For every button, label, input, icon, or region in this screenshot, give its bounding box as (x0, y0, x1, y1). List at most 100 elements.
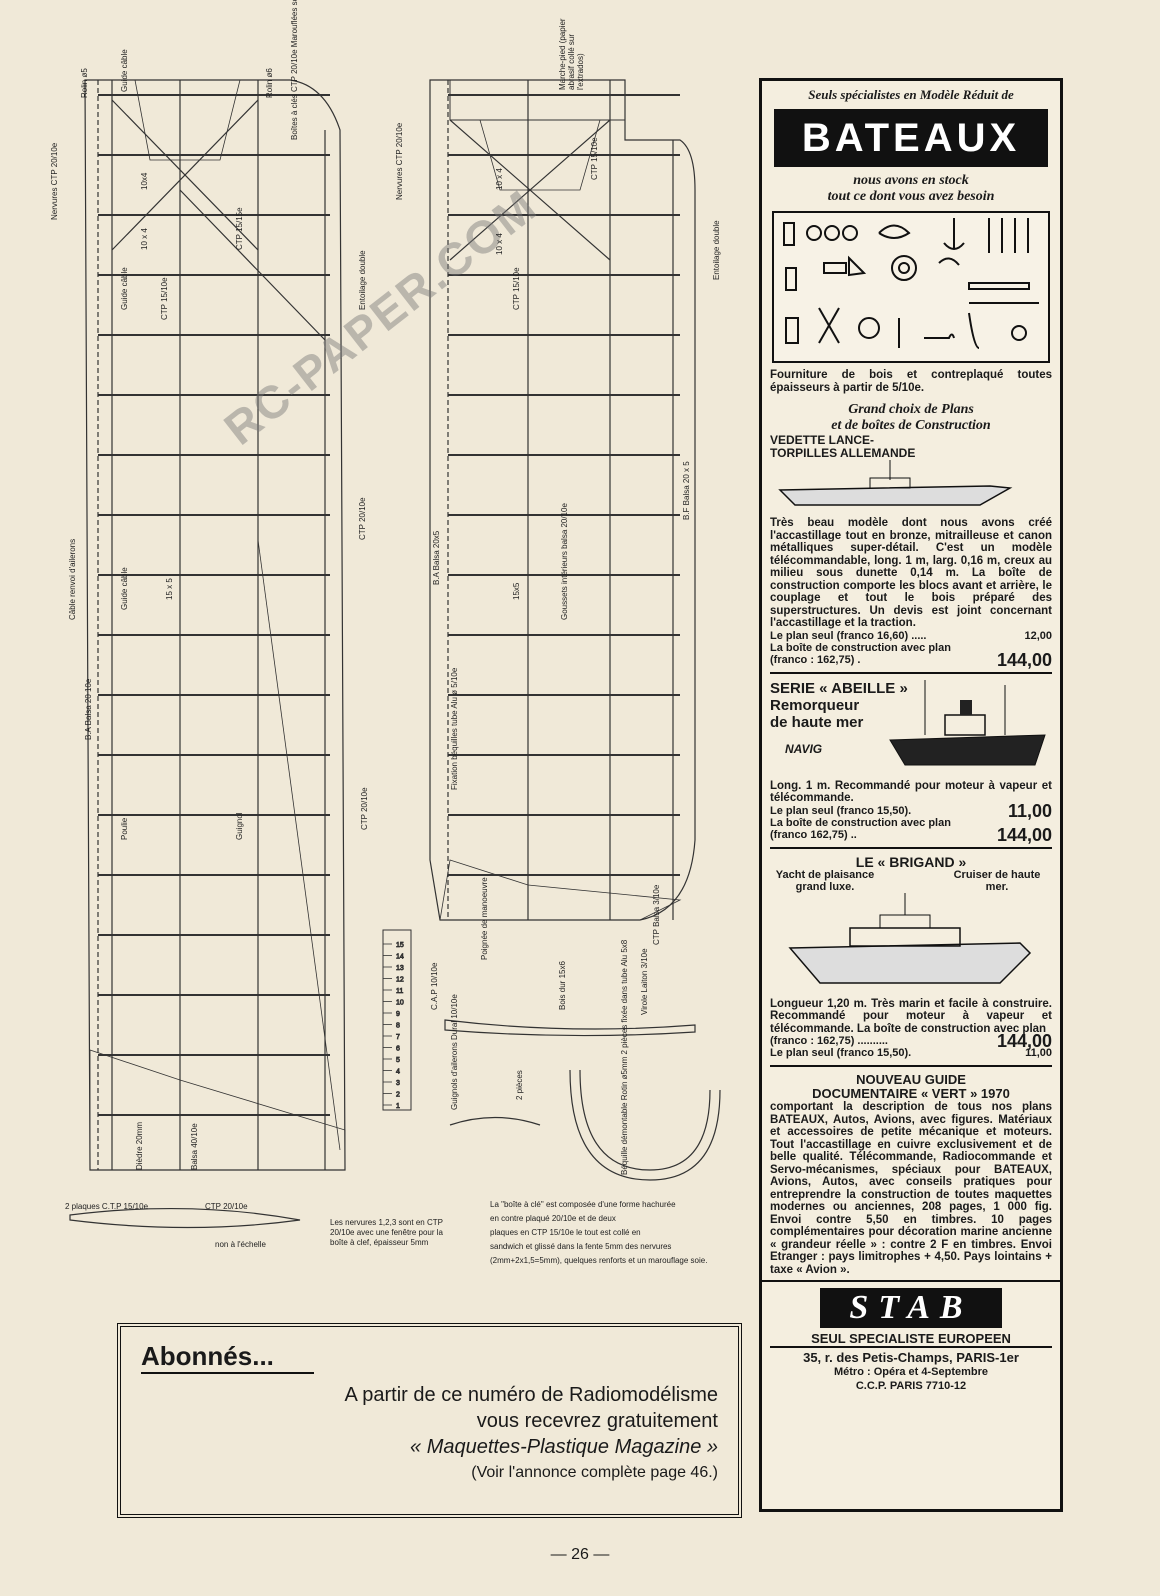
ruler-number: 15 (396, 942, 404, 949)
label-nervures-left: Nervures CTP 20/10e (50, 142, 59, 220)
left-wing-outline (84, 79, 346, 1171)
vedette-boite-price: 144,00 (996, 649, 1052, 670)
label-boites-cles: Boîtes à clés CTP 20/10e Marouflées soie (290, 0, 299, 140)
bottle-icon (783, 222, 795, 246)
brigand-text: Longueur 1,20 m. Très marin et facile à … (770, 997, 1052, 1035)
guide-text: comportant la description de tous nos pl… (770, 1101, 1052, 1276)
label-poulie: Poulie (120, 817, 129, 840)
ruler-number: 10 (396, 1000, 404, 1007)
label-rolin-a: Rolin ø5 (80, 68, 89, 98)
ruler-number: 13 (396, 965, 404, 972)
abeille-plan-label: Le plan seul (franco 15,50). (770, 804, 912, 817)
ad-specialist: SEUL SPECIALISTE EUROPEEN (770, 1332, 1052, 1348)
abeille-sub: Remorqueur de haute mer (770, 696, 864, 731)
brigand-left: Yacht de plaisance grand luxe. (775, 868, 875, 893)
ad-ccp: C.C.P. PARIS 7710-12 (855, 1380, 967, 1392)
lifebuoy-icon (891, 255, 917, 281)
brigand-plan-price: 11,00 (1025, 1047, 1052, 1059)
label-ctp-balsa: CTP Balsa 3/10e (652, 884, 661, 945)
ad-brand: BATEAUX (774, 109, 1048, 167)
cleat-icon (924, 333, 955, 339)
label-non-echelle: non à l'échelle (215, 1240, 266, 1249)
brigand-plan-label: Le plan seul (franco 15,50). (770, 1047, 912, 1059)
label-ba-balsa-left: B.A Balsa 20 10e (84, 678, 93, 740)
boite-note-1: La "boîte à clé" est composée d'une form… (490, 1200, 676, 1209)
right-wing-outline (429, 79, 696, 921)
ruler-number: 4 (396, 1069, 400, 1076)
label-goussets: Goussets intérieurs balsa 20/10e (560, 503, 569, 620)
anchor-icon (943, 218, 965, 250)
abonnes-line4: (Voir l'annonce complète page 46.) (471, 1464, 718, 1481)
accessories-illustration (772, 211, 1050, 363)
abeille-text: Long. 1 m. Recommandé pour moteur à vape… (770, 779, 1052, 805)
vedette-text: Très beau modèle dont nous avons créé l'… (770, 517, 1052, 629)
brigand-boite-label: (franco : 162,75) .......... (770, 1035, 888, 1047)
label-cable-renvoi: Câble renvoi d'ailerons (68, 538, 77, 620)
wheel-icon (858, 317, 880, 339)
navig-logo: NAVIG (785, 741, 823, 756)
guide-title-1: NOUVEAU GUIDE (856, 1072, 966, 1087)
ruler-number: 6 (396, 1046, 400, 1053)
label-ctp-20-10-profile: CTP 20/10e (205, 1202, 248, 1211)
brigand-right: Cruiser de haute mer. (953, 868, 1041, 893)
rib-profile (69, 1207, 301, 1229)
label-2-pieces: 2 pièces (515, 1070, 524, 1100)
label-guide-cable-top: Guide câble (120, 49, 129, 92)
label-15x5-left: 15 x 5 (165, 578, 174, 600)
label-ctp-20-10-low: CTP 20/10e (360, 787, 369, 830)
tug-boat-illustration (889, 679, 1046, 765)
label-marche-pied: Marche-pied (papier abrasif collé sur l'… (558, 18, 585, 90)
cap-spar (444, 1019, 696, 1037)
ruler-number: 5 (396, 1057, 400, 1064)
boite-note-4: sandwich et glissé dans la fente 5mm des… (490, 1242, 672, 1251)
label-fixation-bequilles: Fixation béquilles tube Alu ø 5/10e (450, 667, 459, 790)
bequille-curve (569, 1069, 721, 1181)
label-guignol: Guignol (235, 812, 244, 840)
eagle-icon (878, 224, 911, 239)
abonnes-line1: A partir de ce numéro de Radiomodélisme (344, 1384, 718, 1406)
vedette-plan-label: Le plan seul (franco 16,60) ..... (770, 629, 927, 642)
label-nervures-note: Les nervures 1,2,3 sont en CTP 20/10e av… (330, 1218, 443, 1247)
label-entoilage-right: Entoilage double (712, 220, 721, 280)
label-cap-10: C.A.P 10/10e (430, 962, 439, 1010)
label-rolin-b: Rolin ø6 (265, 68, 274, 98)
ruler-number: 8 (396, 1023, 400, 1030)
vedette-boat-illustration (778, 460, 1013, 506)
stab-advertisement: Seuls spécialistes en Modèle Réduit de B… (759, 78, 1063, 1512)
ruler-number: 2 (396, 1092, 400, 1099)
abonnes-line2: vous recevrez gratuitement (476, 1410, 718, 1432)
guide-title-2: DOCUMENTAIRE « VERT » 1970 (812, 1086, 1010, 1101)
abeille-plan-price: 11,00 (1007, 800, 1052, 821)
label-10x4-b: 10 x 4 (140, 228, 149, 250)
label-bf-balsa: B.F Balsa 20 x 5 (682, 461, 691, 520)
ad-grand-choix-1: Grand choix de Plans (848, 402, 974, 417)
brigand-title: LE « BRIGAND » (855, 853, 967, 870)
abonnes-title: Abonnés... (141, 1341, 314, 1374)
yacht-illustration (788, 892, 1032, 984)
boite-note-3: plaques en CTP 15/10e le tout est collé … (490, 1228, 641, 1237)
ad-metro: Métro : Opéra et 4-Septembre (833, 1366, 989, 1378)
ad-tagline: Seuls spécialistes en Modèle Réduit de (808, 87, 1014, 102)
ad-stock-1: nous avons en stock (853, 173, 969, 188)
horn-icon (848, 255, 867, 277)
page-number: — 26 — (550, 1546, 610, 1563)
ruler-number: 7 (396, 1034, 400, 1041)
left-ribs (98, 94, 330, 1116)
label-nervures-right: Nervures CTP 20/10e (395, 122, 404, 200)
label-bois-dur: Bois dur 15x6 (558, 961, 567, 1010)
ruler-number: 11 (396, 988, 403, 995)
abeille-boite-label: La boîte de construction avec plan (fran… (770, 816, 951, 841)
abonnes-notice: Abonnés... A partir de ce numéro de Radi… (117, 1323, 742, 1518)
abonnes-line3: « Maquettes-Plastique Magazine » (410, 1436, 718, 1458)
ruler-number: 14 (396, 954, 404, 961)
label-ctp-15-15: CTP 15/15e (235, 207, 244, 250)
label-ctp-15-10-top: CTP 15/10e (590, 137, 599, 180)
label-15x5-right: 15x5 (512, 582, 521, 600)
brigand-boite-price: 144,00 (996, 1031, 1052, 1051)
label-ctp-15-10-right: CTP 15/10e (512, 267, 521, 310)
boite-note-5: (2mm+2x1,5=5mm), quelques renforts et un… (490, 1256, 708, 1265)
label-guide-cable-mid: Guide câble (120, 267, 129, 310)
